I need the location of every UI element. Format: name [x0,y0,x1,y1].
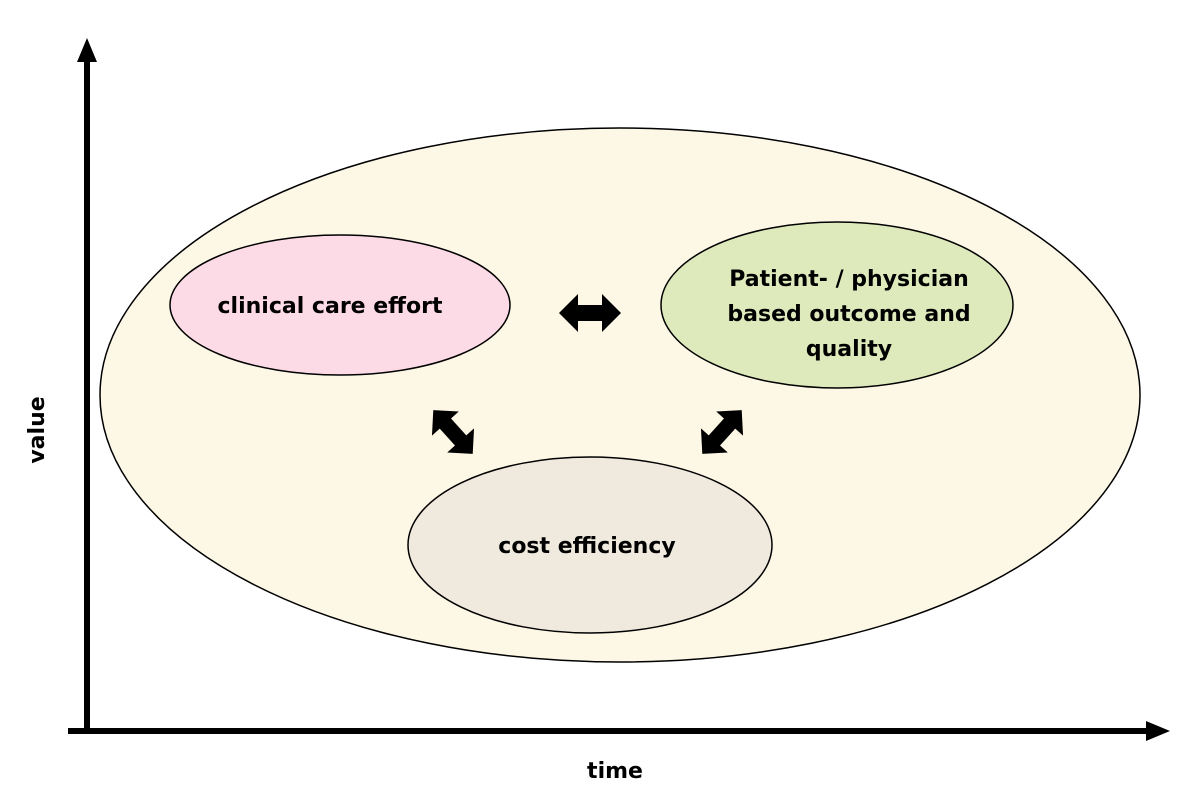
y-axis-arrowhead [77,38,97,62]
y-axis-label: value [25,396,50,463]
x-axis-arrowhead [1146,721,1170,741]
outcome-quality-label-line3: quality [806,337,892,362]
outcome-quality-label-line1: Patient- / physician [729,267,969,292]
outcome-quality-node [660,221,1014,389]
cost-efficiency-node [407,456,773,634]
clinical-care-effort-node [169,234,511,376]
clinical-care-effort-label: clinical care effort [218,294,443,319]
outcome-quality-label-line2: based outcome and [727,302,970,327]
x-axis-label: time [587,759,643,784]
cost-efficiency-label: cost efficiency [498,534,675,559]
